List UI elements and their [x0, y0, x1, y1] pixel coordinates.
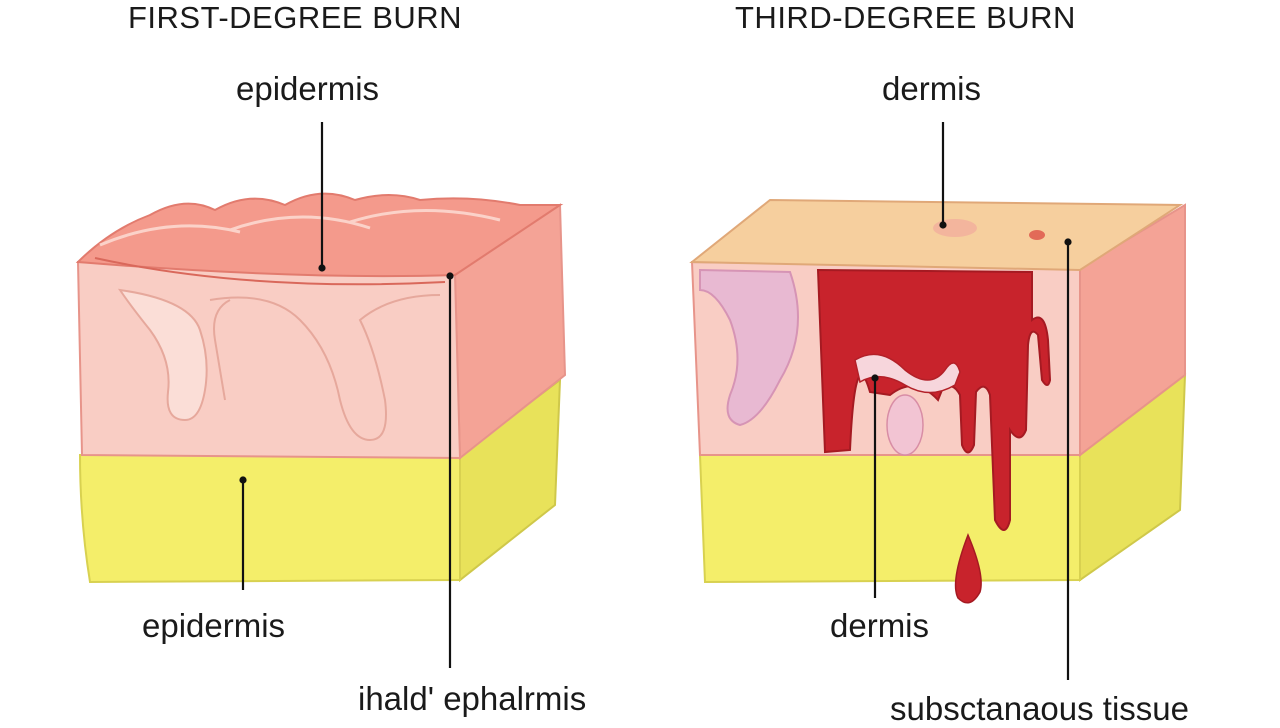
- first-degree-skin-block: [75, 192, 567, 584]
- leader-lines: [239, 122, 1072, 680]
- right-fat-front: [698, 454, 1081, 584]
- left-skin-edge: [94, 257, 446, 286]
- blood-drop: [954, 532, 982, 604]
- left-fat-front: [78, 454, 461, 584]
- label-dermis-bottom: dermis: [830, 607, 930, 644]
- leader-right-bottom-dot: [871, 374, 879, 382]
- title-third-degree-burn: THIRD-DEGREE BURN: [735, 0, 1076, 35]
- leader-left-bottom-dot: [239, 476, 247, 484]
- leader-left-bottom-right-dot: [446, 272, 454, 280]
- left-follicle-1: [117, 288, 208, 422]
- right-burn-cavity: [854, 353, 961, 394]
- leader-right-bottom-right-dot: [1064, 238, 1072, 246]
- right-top-spot-2: [1029, 230, 1045, 240]
- title-first-degree-burn: FIRST-DEGREE BURN: [128, 0, 463, 35]
- left-skin-ridge-1: [99, 224, 241, 247]
- left-skin-ridge-2: [229, 215, 371, 232]
- label-ihald-ephalrmis: ihald' ephalrmis: [358, 680, 587, 717]
- right-burn-wound: [816, 268, 1052, 531]
- leader-left-top-dot: [318, 264, 326, 272]
- right-top-spot-1: [933, 219, 977, 237]
- label-epidermis-top: epidermis: [236, 70, 380, 107]
- right-charred-top: [689, 198, 1184, 272]
- third-degree-skin-block: [689, 198, 1187, 604]
- label-dermis-top: dermis: [882, 70, 982, 107]
- leader-right-top-dot: [939, 221, 947, 229]
- right-inner-gland: [886, 394, 924, 456]
- left-skin-top: [75, 192, 564, 278]
- right-follicle: [699, 268, 799, 427]
- label-epidermis-bottom: epidermis: [142, 607, 286, 644]
- label-subcutaneous-tissue: subsctanaous tissue: [890, 690, 1190, 727]
- left-skin-front: [76, 260, 462, 460]
- left-follicle-2: [209, 294, 441, 442]
- left-skin-ridge-3: [349, 208, 501, 224]
- left-follicle-3: [213, 299, 231, 401]
